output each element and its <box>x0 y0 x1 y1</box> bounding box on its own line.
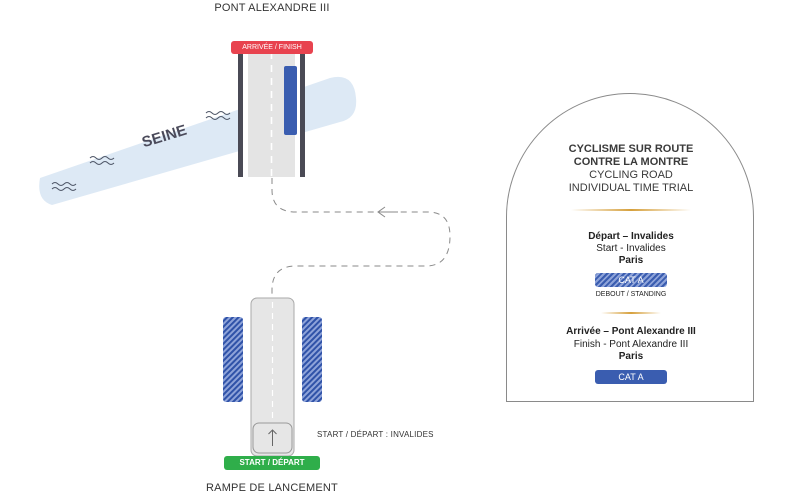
finish-lane-marker <box>284 66 297 135</box>
title-en-line-1: CYCLING ROAD <box>589 169 673 181</box>
course-route <box>271 178 451 300</box>
wave-icon <box>51 182 77 191</box>
gold-divider <box>571 209 691 211</box>
bridge-title: PONT ALEXANDRE III <box>214 2 330 14</box>
arrivee-category-badge: CAT A <box>595 370 667 384</box>
seine-river <box>39 76 357 205</box>
arrow-left-icon <box>377 206 398 218</box>
depart-city: Paris <box>618 255 644 266</box>
event-info-card: CYCLISME SUR ROUTE CONTRE LA MONTRE CYCL… <box>506 93 754 402</box>
arrivee-heading: Arrivée – Pont Alexandre III <box>566 326 696 337</box>
arrow-up-icon <box>268 429 277 446</box>
standing-area-left <box>223 317 243 402</box>
depart-english: Start - Invalides <box>596 243 666 254</box>
title-fr-line-1: CYCLISME SUR ROUTE <box>568 143 694 155</box>
start-caption: START / DÉPART : INVALIDES <box>317 430 434 439</box>
depart-heading: Départ – Invalides <box>588 231 674 242</box>
standing-area-right <box>302 317 322 402</box>
finish-label: ARRIVÉE / FINISH <box>231 41 313 54</box>
title-en-line-2: INDIVIDUAL TIME TRIAL <box>568 182 694 194</box>
gold-divider <box>601 312 661 314</box>
start-label: START / DÉPART <box>224 456 320 470</box>
depart-category-badge: CAT A <box>595 273 667 287</box>
wave-icon <box>205 111 231 120</box>
title-fr-line-2: CONTRE LA MONTRE <box>573 156 689 168</box>
depart-badge-caption: DEBOUT / STANDING <box>595 291 667 298</box>
arrivee-city: Paris <box>618 351 644 362</box>
ramp-title: RAMPE DE LANCEMENT <box>206 482 338 494</box>
wave-icon <box>89 156 115 165</box>
arrivee-english: Finish - Pont Alexandre III <box>573 339 689 350</box>
